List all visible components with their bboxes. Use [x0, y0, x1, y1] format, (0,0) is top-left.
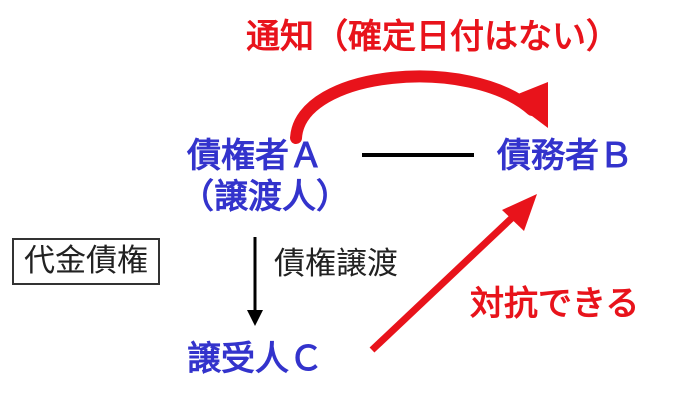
assignee-name: 譲受人Ｃ — [187, 339, 323, 379]
creditor-role: （譲渡人） — [180, 177, 350, 217]
notice-arrow — [290, 70, 538, 144]
transfer-label: 債権譲渡 — [274, 246, 398, 282]
transfer-arrow-head — [247, 310, 263, 326]
notice-arrow-head — [508, 82, 548, 128]
claim-box: 代金債権 — [12, 238, 160, 285]
oppose-label: 対抗できる — [470, 284, 640, 324]
notice-label: 通知（確定日付はない） — [246, 17, 620, 57]
oppose-arrow-head — [502, 194, 537, 231]
creditor-name: 債権者Ａ — [187, 136, 323, 176]
oppose-arrow — [369, 212, 518, 353]
debtor-name: 債務者Ｂ — [497, 136, 633, 176]
